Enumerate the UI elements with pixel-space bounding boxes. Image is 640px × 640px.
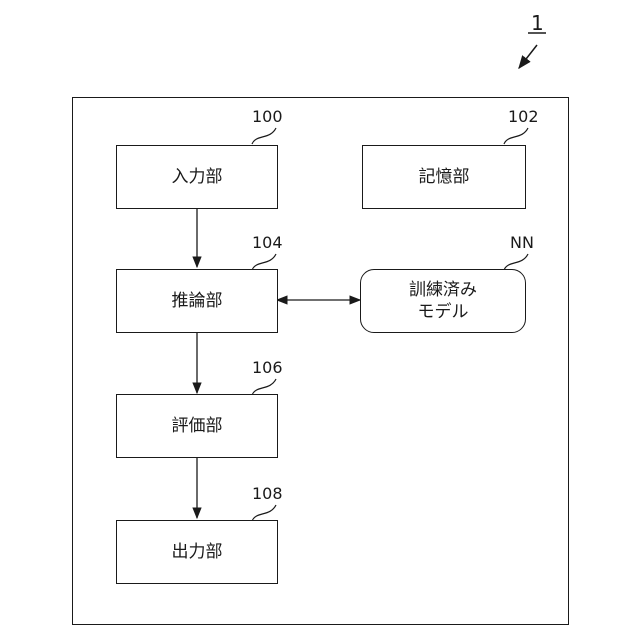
inference-unit-ref: 104 bbox=[252, 234, 283, 252]
inference-unit-block: 推論部 bbox=[116, 269, 278, 333]
evaluation-unit-ref: 106 bbox=[252, 359, 283, 377]
leader-100 bbox=[252, 128, 276, 144]
trained-model-ref: NN bbox=[510, 234, 534, 252]
memory-unit-block: 記憶部 bbox=[362, 145, 526, 209]
input-unit-label: 入力部 bbox=[172, 166, 223, 188]
memory-unit-label: 記憶部 bbox=[419, 166, 470, 188]
inference-unit-label: 推論部 bbox=[172, 290, 223, 312]
leader-108 bbox=[252, 505, 276, 521]
leader-104 bbox=[252, 254, 276, 270]
leader-NN bbox=[504, 254, 528, 270]
evaluation-unit-label: 評価部 bbox=[172, 415, 223, 437]
output-unit-block: 出力部 bbox=[116, 520, 278, 584]
evaluation-unit-block: 評価部 bbox=[116, 394, 278, 458]
trained-model-label-line2: モデル bbox=[418, 301, 469, 323]
input-unit-block: 入力部 bbox=[116, 145, 278, 209]
figure-ref-leader bbox=[519, 45, 537, 68]
output-unit-ref: 108 bbox=[252, 485, 283, 503]
leader-106 bbox=[252, 379, 276, 395]
trained-model-label-line1: 訓練済み bbox=[409, 279, 477, 301]
trained-model-block: 訓練済み モデル bbox=[360, 269, 526, 333]
output-unit-label: 出力部 bbox=[172, 541, 223, 563]
input-unit-ref: 100 bbox=[252, 108, 283, 126]
leader-102 bbox=[504, 128, 528, 144]
memory-unit-ref: 102 bbox=[508, 108, 539, 126]
